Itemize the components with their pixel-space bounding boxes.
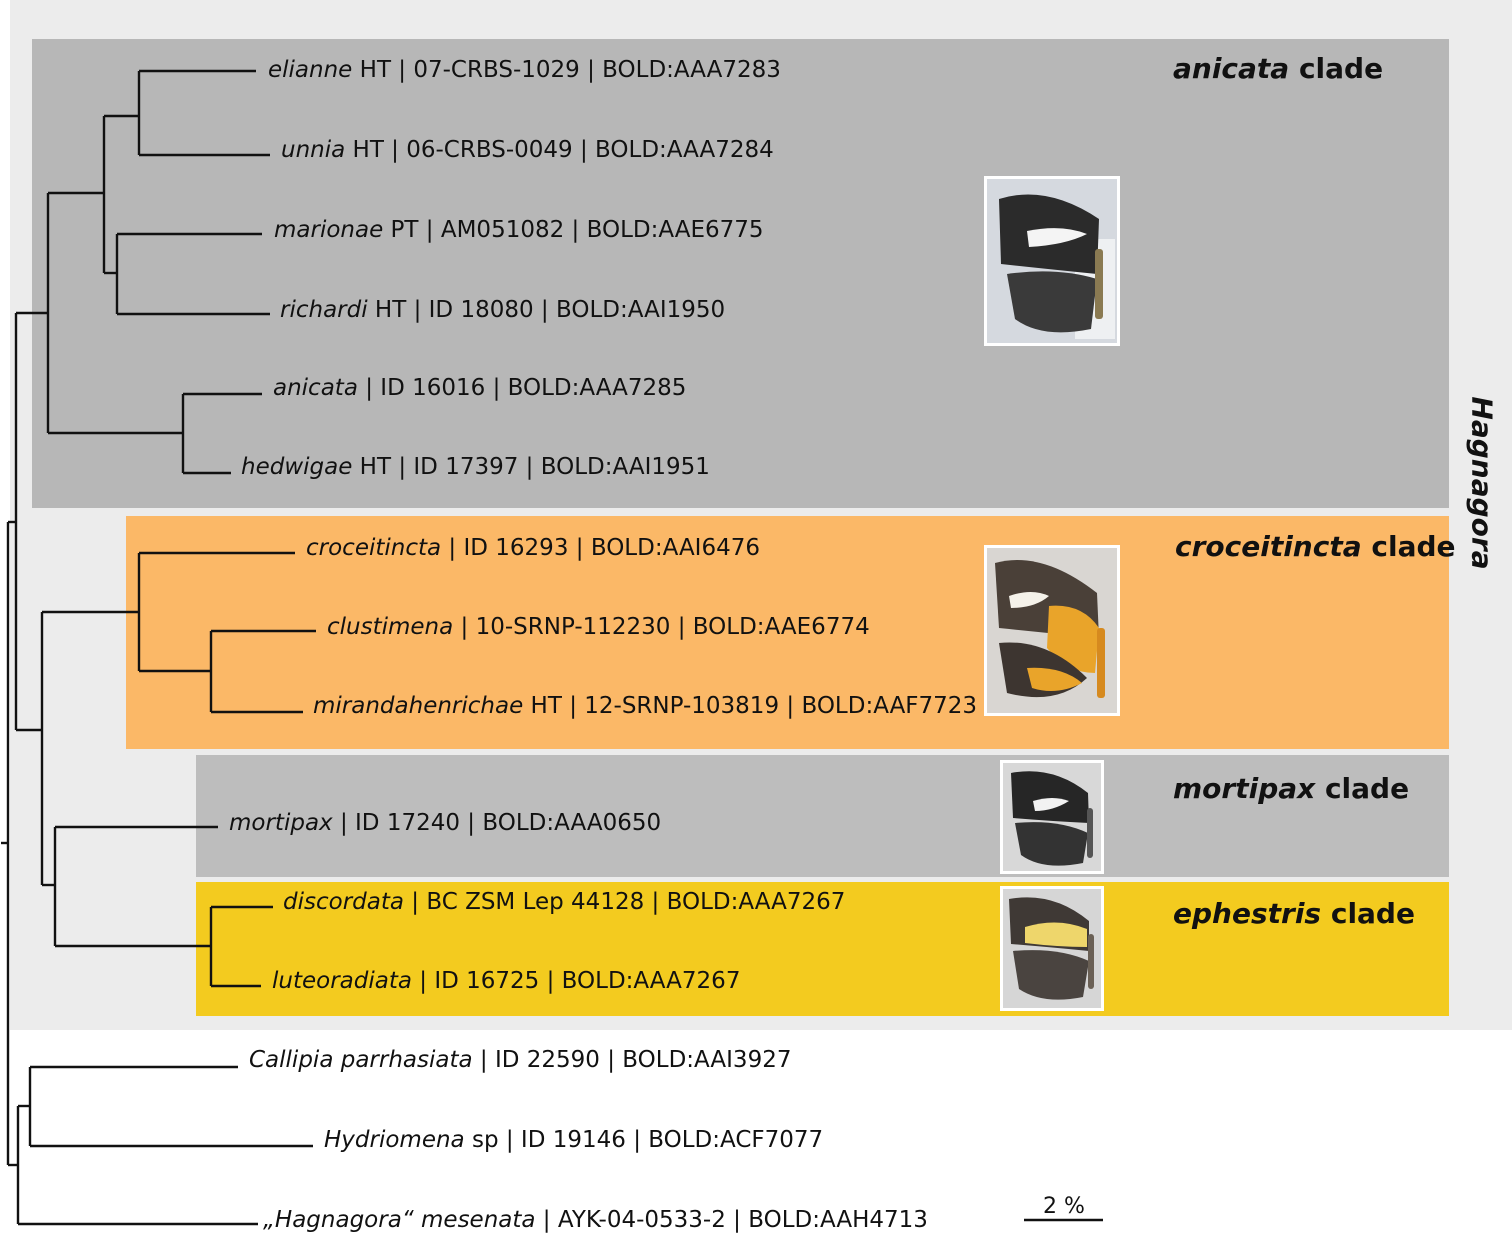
moth-photo-croceitincta-clade: [984, 545, 1120, 716]
clade-title-ephestris: ephestris clade: [1173, 897, 1415, 930]
leaf-label: mirandahenrichae HT | 12-SRNP-103819 | B…: [313, 693, 978, 719]
croceitincta-clade-region: [126, 516, 1449, 749]
leaf-label: Callipia parrhasiata | ID 22590 | BOLD:A…: [249, 1047, 792, 1073]
leaf-label: marionae PT | AM051082 | BOLD:AAE6775: [274, 217, 764, 243]
leaf-label: clustimena | 10-SRNP-112230 | BOLD:AAE67…: [327, 614, 870, 640]
moth-photo-anicata-clade: [984, 176, 1120, 346]
leaf-label: mortipax | ID 17240 | BOLD:AAA0650: [229, 810, 662, 836]
scale-bar-label: 2 %: [1043, 1194, 1085, 1219]
leaf-label: „Hagnagora“ mesenata | AYK-04-0533-2 | B…: [263, 1207, 928, 1233]
leaf-label: Hydriomena sp | ID 19146 | BOLD:ACF7077: [324, 1127, 824, 1153]
leaf-label: elianne HT | 07-CRBS-1029 | BOLD:AAA7283: [268, 57, 781, 83]
anicata-clade-region: [32, 39, 1449, 508]
clade-title-croceitincta: croceitincta clade: [1175, 530, 1456, 563]
clade-title-mortipax: mortipax clade: [1173, 772, 1410, 805]
clade-title-anicata: anicata clade: [1173, 52, 1384, 85]
leaf-label: richardi HT | ID 18080 | BOLD:AAI1950: [280, 297, 726, 323]
mortipax-clade-region: [196, 755, 1449, 877]
leaf-label: unnia HT | 06-CRBS-0049 | BOLD:AAA7284: [281, 137, 774, 163]
leaf-label: hedwigae HT | ID 17397 | BOLD:AAI1951: [241, 454, 710, 480]
moth-photo-mortipax-clade: [1000, 760, 1104, 874]
leaf-label: luteoradiata | ID 16725 | BOLD:AAA7267: [272, 968, 741, 994]
moth-photo-ephestris-clade: [1000, 886, 1104, 1011]
leaf-label: anicata | ID 16016 | BOLD:AAA7285: [273, 375, 687, 401]
leaf-label: discordata | BC ZSM Lep 44128 | BOLD:AAA…: [283, 889, 846, 915]
ephestris-clade-region: [196, 882, 1449, 1016]
leaf-label: croceitincta | ID 16293 | BOLD:AAI6476: [306, 535, 760, 561]
